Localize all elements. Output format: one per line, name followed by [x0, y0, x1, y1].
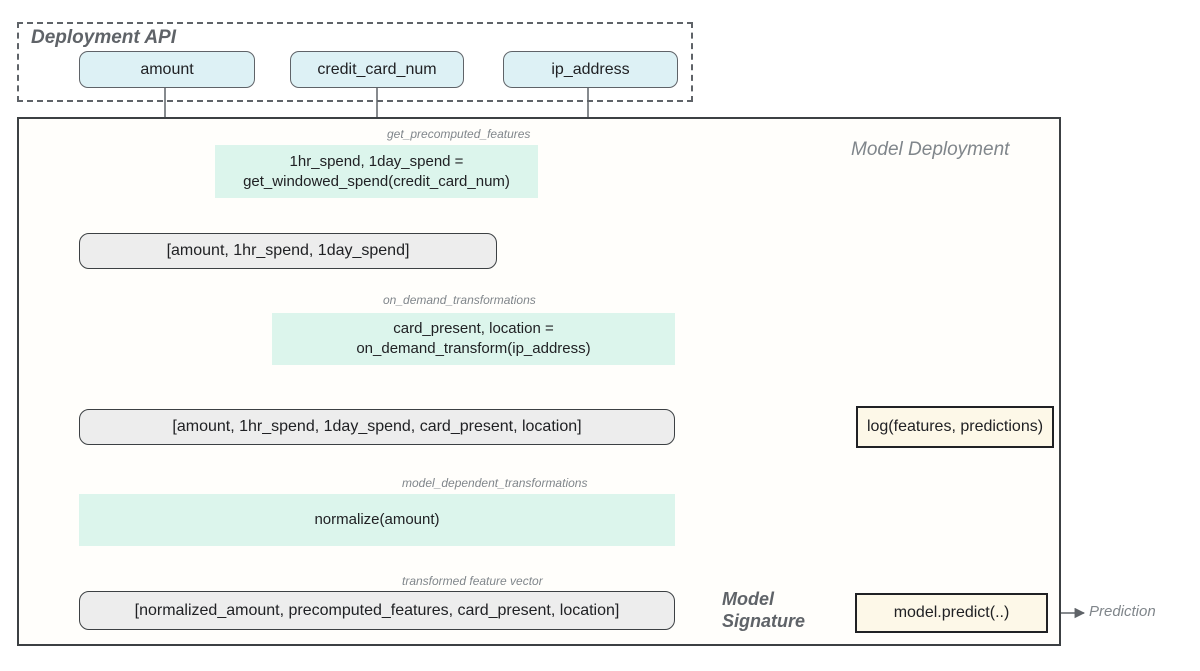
- input-node-credit-card-num: credit_card_num: [290, 51, 464, 88]
- transform-node-on-demand-transform: card_present, location = on_demand_trans…: [272, 313, 675, 365]
- annotation-transformed-feature-vector: transformed feature vector: [402, 574, 543, 588]
- transform-node-on-demand-transform-line2: on_demand_transform(ip_address): [356, 340, 591, 357]
- feature-vector-node-3: [normalized_amount, precomputed_features…: [79, 591, 675, 630]
- feature-vector-node-1: [amount, 1hr_spend, 1day_spend]: [79, 233, 497, 269]
- model-deployment-title: Model Deployment: [851, 139, 1010, 160]
- deployment-api-group: [17, 22, 693, 102]
- feature-vector-node-2-label: [amount, 1hr_spend, 1day_spend, card_pre…: [172, 418, 582, 435]
- log-node: log(features, predictions): [856, 406, 1054, 448]
- feature-vector-node-1-label: [amount, 1hr_spend, 1day_spend]: [166, 242, 410, 259]
- transform-node-on-demand-transform-line1: card_present, location =: [393, 320, 554, 337]
- model-signature-label-line1: Model: [722, 589, 774, 609]
- input-node-amount-label: amount: [140, 60, 194, 78]
- deployment-api-title: Deployment API: [31, 27, 176, 48]
- transform-node-get-windowed-spend-line1: 1hr_spend, 1day_spend =: [289, 152, 464, 170]
- prediction-label: Prediction: [1089, 603, 1156, 620]
- feature-vector-node-2: [amount, 1hr_spend, 1day_spend, card_pre…: [79, 409, 675, 445]
- input-node-ip-address: ip_address: [503, 51, 678, 88]
- transform-node-normalize: normalize(amount): [79, 494, 675, 546]
- transform-node-get-windowed-spend: 1hr_spend, 1day_spend = get_windowed_spe…: [215, 145, 538, 198]
- model-predict-node: model.predict(..): [855, 593, 1048, 633]
- feature-vector-node-3-label: [normalized_amount, precomputed_features…: [134, 601, 620, 619]
- transform-node-get-windowed-spend-line2: get_windowed_spend(credit_card_num): [243, 172, 510, 190]
- model-signature-label-line2: Signature: [722, 611, 806, 631]
- model-deployment-group: [17, 117, 1061, 646]
- transform-node-normalize-label: normalize(amount): [314, 511, 440, 528]
- model-predict-node-label: model.predict(..): [893, 604, 1010, 621]
- annotation-on-demand-transformations: on_demand_transformations: [383, 293, 536, 307]
- input-node-credit-card-num-label: credit_card_num: [317, 60, 437, 78]
- annotation-get-precomputed-features: get_precomputed_features: [387, 127, 531, 141]
- input-node-ip-address-label: ip_address: [551, 60, 630, 78]
- input-node-amount: amount: [79, 51, 255, 88]
- annotation-model-dependent-transformations: model_dependent_transformations: [402, 476, 588, 490]
- log-node-label: log(features, predictions): [866, 418, 1044, 435]
- model-signature-label: Model Signature: [722, 588, 805, 632]
